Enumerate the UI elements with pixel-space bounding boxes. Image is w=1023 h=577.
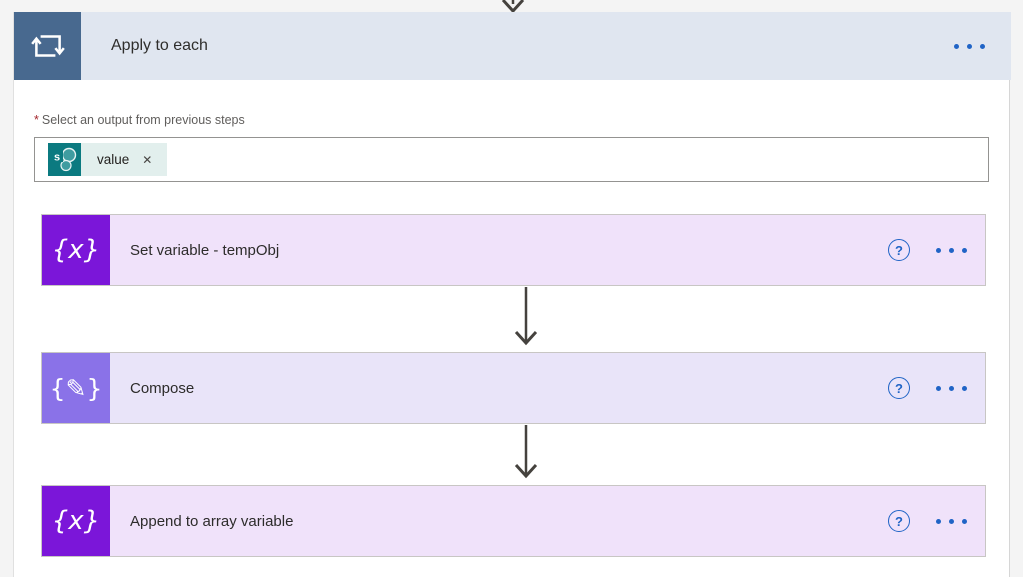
output-selector-input[interactable]: s value ✕ bbox=[34, 137, 989, 182]
help-icon[interactable]: ? bbox=[888, 239, 910, 261]
more-options-ellipsis-icon[interactable] bbox=[934, 380, 969, 397]
scope-title: Apply to each bbox=[111, 37, 208, 54]
connector-arrow-incoming bbox=[501, 0, 525, 12]
parameter-label: *Select an output from previous steps bbox=[34, 113, 245, 127]
svg-text:s: s bbox=[54, 152, 60, 164]
apply-to-each-scope: Apply to each *Select an output from pre… bbox=[13, 12, 1011, 577]
action-card-compose[interactable]: {✎} Compose ? bbox=[41, 352, 986, 424]
more-options-ellipsis-icon[interactable] bbox=[934, 242, 969, 259]
action-title: Append to array variable bbox=[130, 512, 294, 530]
loop-icon bbox=[14, 12, 81, 80]
connector-arrow bbox=[514, 425, 538, 479]
variables-icon: {x} bbox=[42, 215, 110, 285]
action-title: Compose bbox=[130, 379, 195, 397]
help-icon[interactable]: ? bbox=[888, 510, 910, 532]
required-marker: * bbox=[34, 113, 39, 127]
variables-icon: {x} bbox=[42, 486, 110, 556]
action-title: Set variable - tempObj bbox=[130, 241, 280, 259]
token-remove-icon[interactable]: ✕ bbox=[142, 152, 153, 167]
token-label: value bbox=[97, 152, 130, 167]
sharepoint-icon: s bbox=[48, 143, 81, 176]
more-options-ellipsis-icon[interactable] bbox=[952, 38, 987, 55]
help-icon[interactable]: ? bbox=[888, 377, 910, 399]
action-card-set-variable[interactable]: {x} Set variable - tempObj ? bbox=[41, 214, 986, 286]
apply-to-each-header[interactable]: Apply to each bbox=[14, 12, 1011, 80]
connector-arrow bbox=[514, 287, 538, 346]
action-card-append-to-array-variable[interactable]: {x} Append to array variable ? bbox=[41, 485, 986, 557]
parameter-label-text: Select an output from previous steps bbox=[41, 113, 245, 127]
compose-icon: {✎} bbox=[42, 353, 110, 423]
dynamic-content-token[interactable]: s value ✕ bbox=[48, 143, 168, 176]
apply-to-each-titlebar[interactable]: Apply to each bbox=[81, 12, 1011, 80]
more-options-ellipsis-icon[interactable] bbox=[934, 513, 969, 530]
